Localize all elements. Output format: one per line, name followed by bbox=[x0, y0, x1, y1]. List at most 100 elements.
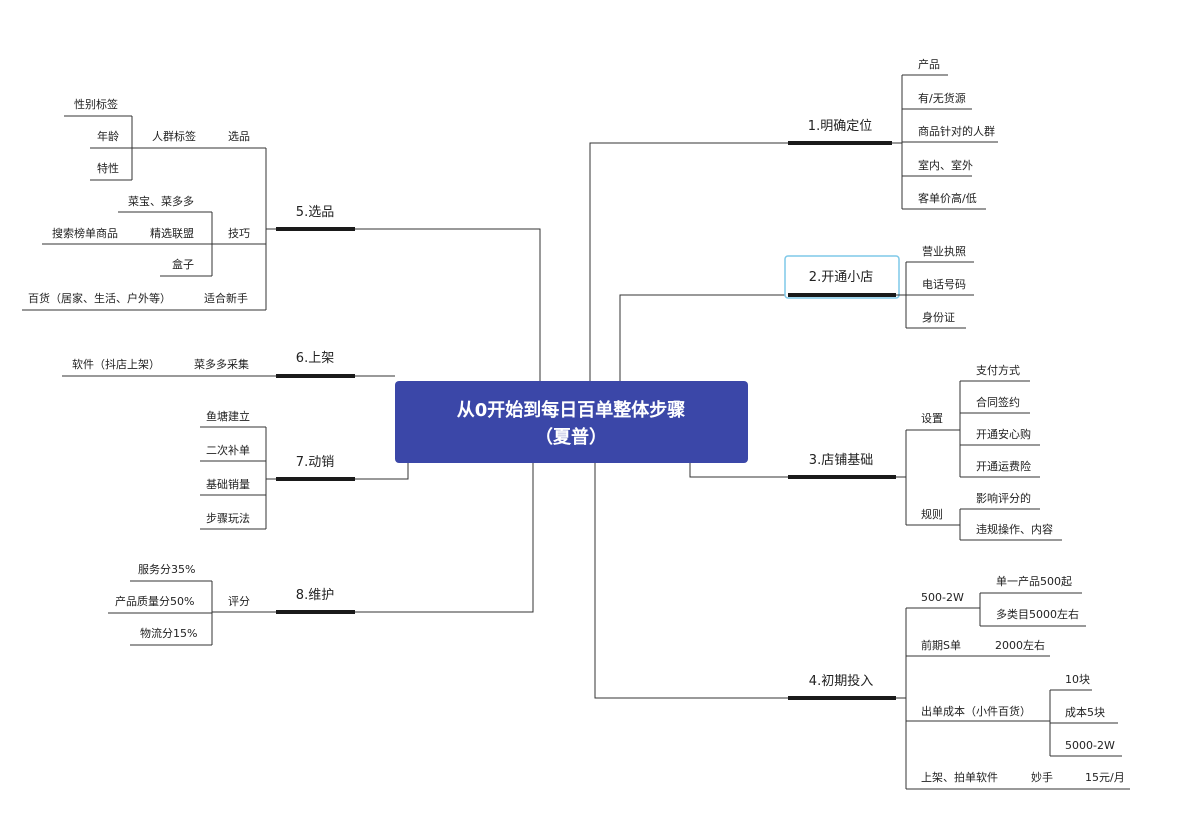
branch-5-label: 5.选品 bbox=[296, 205, 334, 220]
leaf-gender-tag[interactable]: 性别标签 bbox=[74, 97, 118, 111]
leaf-traits[interactable]: 特性 bbox=[97, 161, 119, 175]
leaf-shipping-insurance[interactable]: 开通运费险 bbox=[976, 459, 1031, 473]
branch-4-g1: 500-2W 单一产品500起 多类目5000左右 bbox=[906, 574, 1086, 627]
leaf-service-score[interactable]: 服务分35% bbox=[138, 563, 195, 576]
node-listing-software[interactable]: 上架、拍单软件 bbox=[921, 770, 998, 784]
node-early-s-order[interactable]: 前期S单 bbox=[921, 638, 961, 652]
leaf-miaoshou[interactable]: 妙手 bbox=[1031, 770, 1053, 784]
branch-8-label: 8.维护 bbox=[296, 588, 334, 603]
branch-2[interactable]: 2.开通小店 bbox=[784, 255, 900, 299]
leaf-base-sales[interactable]: 基础销量 bbox=[206, 477, 250, 491]
edge-root-b2 bbox=[619, 294, 785, 382]
node-settings[interactable]: 设置 bbox=[921, 412, 943, 425]
node-rules[interactable]: 规则 bbox=[921, 507, 943, 521]
node-500-2w[interactable]: 500-2W bbox=[921, 591, 964, 604]
branch-4[interactable]: 4.初期投入 bbox=[788, 673, 896, 700]
branch-7-label: 7.动销 bbox=[296, 455, 334, 470]
edge-root-b3 bbox=[689, 462, 788, 478]
leaf-product[interactable]: 产品 bbox=[918, 57, 940, 71]
node-skills[interactable]: 技巧 bbox=[228, 227, 250, 240]
leaf-score-impact[interactable]: 影响评分的 bbox=[976, 491, 1031, 505]
leaf-single-product[interactable]: 单一产品500起 bbox=[996, 574, 1072, 588]
leaf-5000-2w[interactable]: 5000-2W bbox=[1065, 739, 1115, 752]
branch-6-children: 菜多多采集 软件（抖店上架） bbox=[62, 357, 276, 377]
node-score[interactable]: 评分 bbox=[228, 595, 250, 608]
branch-5-newbie: 适合新手 百货（居家、生活、户外等） bbox=[22, 291, 266, 311]
branch-8[interactable]: 8.维护 bbox=[276, 588, 355, 614]
node-xuanpin[interactable]: 选品 bbox=[228, 130, 250, 143]
leaf-multi-category[interactable]: 多类目5000左右 bbox=[996, 607, 1079, 621]
edge-b2-children bbox=[896, 262, 907, 328]
edge-b7-children bbox=[265, 427, 276, 529]
edge-b5-children bbox=[265, 148, 276, 310]
node-newbie[interactable]: 适合新手 bbox=[204, 291, 248, 305]
leaf-violations[interactable]: 违规操作、内容 bbox=[976, 522, 1053, 536]
leaf-second-order[interactable]: 二次补单 bbox=[206, 443, 250, 457]
leaf-age[interactable]: 年龄 bbox=[97, 129, 119, 143]
leaf-target-crowd[interactable]: 商品针对的人群 bbox=[918, 124, 995, 138]
branch-1-children: 产品 有/无货源 商品针对的人群 室内、室外 客单价高/低 bbox=[902, 57, 998, 210]
branch-4-g2: 前期S单 2000左右 bbox=[906, 638, 1050, 657]
branch-2-selection-box bbox=[784, 255, 900, 299]
leaf-supply[interactable]: 有/无货源 bbox=[918, 91, 966, 105]
branch-2-label: 2.开通小店 bbox=[809, 270, 873, 285]
leaf-yutang[interactable]: 鱼塘建立 bbox=[206, 409, 250, 423]
edge-b4-children bbox=[896, 608, 907, 789]
branch-5[interactable]: 5.选品 bbox=[276, 205, 355, 231]
root-node[interactable]: 从0开始到每日百单整体步骤 （夏普） bbox=[395, 381, 748, 463]
leaf-software-douyin[interactable]: 软件（抖店上架） bbox=[72, 357, 160, 371]
branch-3[interactable]: 3.店铺基础 bbox=[788, 453, 896, 479]
branch-7[interactable]: 7.动销 bbox=[276, 455, 355, 481]
branch-5-skills: 技巧 菜宝、菜多多 精选联盟 搜索榜单商品 盒子 bbox=[42, 194, 266, 277]
node-crowd-tag[interactable]: 人群标签 bbox=[152, 129, 196, 143]
branch-5-xuanpin: 选品 人群标签 性别标签 年龄 特性 bbox=[64, 97, 266, 181]
leaf-baihuo[interactable]: 百货（居家、生活、户外等） bbox=[28, 291, 171, 305]
branch-6-label: 6.上架 bbox=[296, 351, 334, 366]
branch-3-settings: 设置 支付方式 合同签约 开通安心购 开通运费险 bbox=[906, 363, 1040, 478]
leaf-step-play[interactable]: 步骤玩法 bbox=[206, 511, 250, 525]
branch-7-children: 鱼塘建立 二次补单 基础销量 步骤玩法 bbox=[200, 409, 266, 530]
edge-b3-children bbox=[896, 430, 907, 525]
leaf-payment-method[interactable]: 支付方式 bbox=[976, 363, 1020, 377]
leaf-2000[interactable]: 2000左右 bbox=[995, 638, 1045, 652]
leaf-unit-price[interactable]: 客单价高/低 bbox=[918, 191, 977, 205]
root-title-line2: （夏普） bbox=[535, 426, 607, 448]
leaf-indoor-outdoor[interactable]: 室内、室外 bbox=[918, 158, 973, 172]
edge-b1-children bbox=[892, 75, 903, 209]
leaf-15-per-month[interactable]: 15元/月 bbox=[1085, 771, 1125, 784]
leaf-caibao[interactable]: 菜宝、菜多多 bbox=[128, 194, 194, 208]
leaf-business-license[interactable]: 营业执照 bbox=[922, 244, 966, 258]
leaf-cost-5[interactable]: 成本5块 bbox=[1065, 705, 1105, 719]
leaf-caiduoduo-collect[interactable]: 菜多多采集 bbox=[194, 357, 249, 371]
edge-root-b1 bbox=[589, 142, 788, 382]
leaf-hezi[interactable]: 盒子 bbox=[172, 257, 194, 271]
root-node-box bbox=[395, 381, 748, 463]
leaf-contract[interactable]: 合同签约 bbox=[976, 395, 1020, 409]
leaf-jingxuan[interactable]: 精选联盟 bbox=[150, 227, 194, 240]
leaf-10-kuai[interactable]: 10块 bbox=[1065, 673, 1090, 686]
branch-6[interactable]: 6.上架 bbox=[276, 351, 355, 378]
branch-4-label: 4.初期投入 bbox=[809, 673, 873, 689]
branch-8-children: 评分 服务分35% 产品质量分50% 物流分15% bbox=[108, 563, 276, 646]
branch-3-label: 3.店铺基础 bbox=[809, 453, 873, 468]
branch-3-rules: 规则 影响评分的 违规操作、内容 bbox=[906, 491, 1062, 541]
branch-4-g4: 上架、拍单软件 妙手 15元/月 bbox=[906, 770, 1130, 790]
root-title-line1: 从0开始到每日百单整体步骤 bbox=[457, 399, 686, 421]
edge-root-b7 bbox=[355, 462, 409, 480]
branch-2-children: 营业执照 电话号码 身份证 bbox=[906, 244, 974, 329]
leaf-anxin-gou[interactable]: 开通安心购 bbox=[976, 427, 1031, 441]
branch-1[interactable]: 1.明确定位 bbox=[788, 119, 892, 145]
branch-4-g3: 出单成本（小件百货） 10块 成本5块 5000-2W bbox=[906, 673, 1122, 757]
branch-1-label: 1.明确定位 bbox=[808, 119, 872, 134]
node-order-cost[interactable]: 出单成本（小件百货） bbox=[921, 704, 1031, 718]
edge-root-b4 bbox=[594, 462, 788, 699]
leaf-logistics-score[interactable]: 物流分15% bbox=[140, 626, 197, 640]
leaf-search-ranking[interactable]: 搜索榜单商品 bbox=[52, 226, 118, 240]
leaf-quality-score[interactable]: 产品质量分50% bbox=[115, 594, 194, 608]
leaf-phone[interactable]: 电话号码 bbox=[922, 278, 966, 291]
edge-root-b5 bbox=[355, 228, 541, 382]
leaf-id-card[interactable]: 身份证 bbox=[922, 310, 955, 324]
edge-root-b8 bbox=[355, 462, 534, 613]
